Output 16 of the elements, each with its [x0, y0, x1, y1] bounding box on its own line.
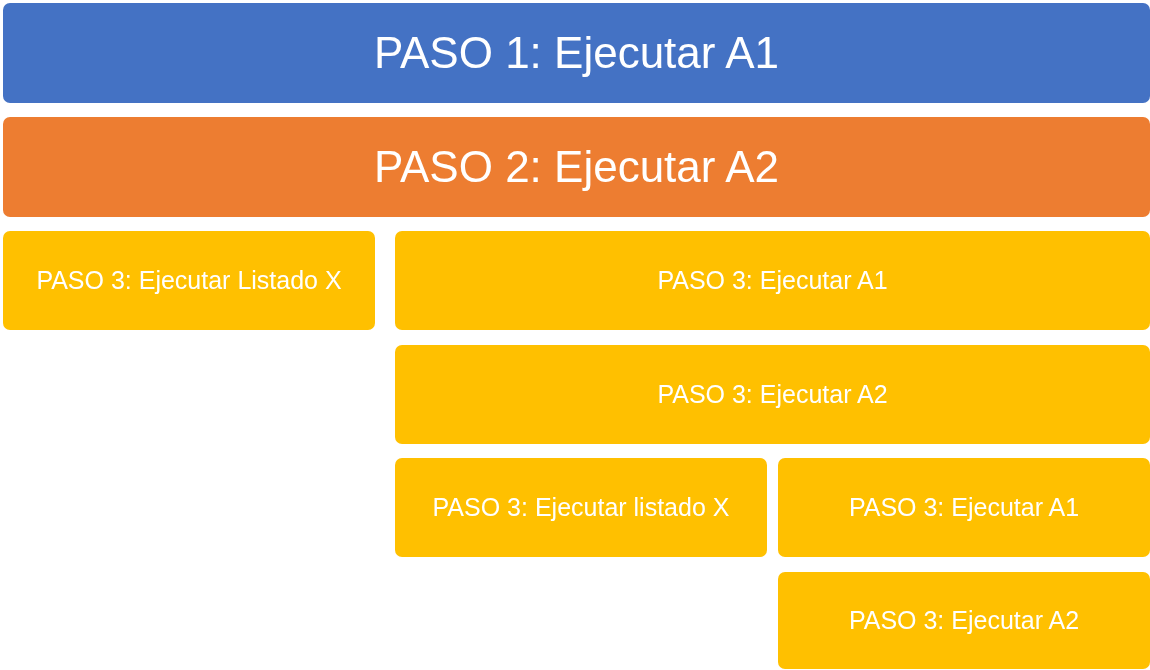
step-box: [395, 458, 767, 557]
step-label: PASO 1: Ejecutar A1: [373, 28, 780, 78]
step-label: PASO 3: Ejecutar A1: [657, 266, 888, 295]
step-label: PASO 3: Ejecutar A2: [657, 380, 888, 409]
step-box: [778, 572, 1150, 669]
step-box: [3, 117, 1150, 217]
step-label: PASO 3: Ejecutar A1: [848, 493, 1080, 522]
step-box: [3, 3, 1150, 103]
step-label: PASO 2: Ejecutar A2: [373, 142, 780, 192]
step-label: PASO 3: Ejecutar listado X: [432, 493, 730, 522]
step-label: PASO 3: Ejecutar Listado X: [36, 266, 342, 295]
step-box: [778, 458, 1150, 557]
step-label: PASO 3: Ejecutar A2: [848, 606, 1080, 635]
step-box: [3, 231, 375, 330]
step-box: [395, 231, 1150, 330]
step-box: [395, 345, 1150, 444]
